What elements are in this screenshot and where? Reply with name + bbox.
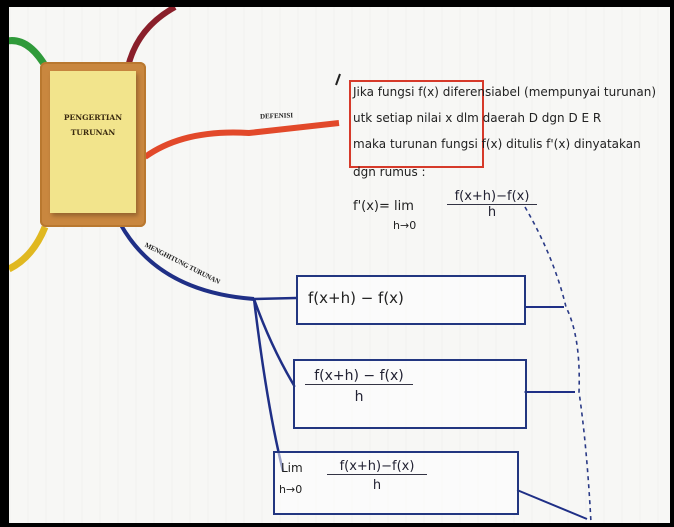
step-3-lim: Lim <box>281 461 303 475</box>
dashed-bracket <box>525 207 591 523</box>
definition-line-3: maka turunan fungsi f(x) ditulis f'(x) d… <box>353 137 641 151</box>
definition-branch <box>145 123 339 157</box>
step-2-numerator: f(x+h) − f(x) <box>305 368 413 385</box>
step-2-fraction: f(x+h) − f(x) h <box>305 368 413 405</box>
definition-formula-sub: h→0 <box>393 219 416 232</box>
definition-formula-denominator: h <box>447 205 537 220</box>
definition-branch-label: DEFENISI <box>260 111 293 120</box>
step-box-2: f(x+h) − f(x) h <box>293 359 527 429</box>
step-3-fraction: f(x+h)−f(x) h <box>327 459 427 493</box>
definition-line-2: utk setiap nilai x dlm daerah D dgn D E … <box>353 111 601 125</box>
step-box-1: f(x+h) − f(x) <box>296 275 526 325</box>
definition-formula-numerator: f(x+h)−f(x) <box>447 189 537 205</box>
mind-map-page: PENGERTIAN TURUNAN DEFENISI MENGHITUNG T… <box>9 7 670 523</box>
yellow-branch <box>9 227 45 269</box>
definition-formula-fraction: f(x+h)−f(x) h <box>447 189 537 220</box>
step-2-denominator: h <box>305 389 413 405</box>
step-3-numerator: f(x+h)−f(x) <box>327 459 427 475</box>
step-1-expression: f(x+h) − f(x) <box>308 289 404 307</box>
definition-line-4: dgn rumus : <box>353 165 426 179</box>
step-3-denominator: h <box>327 478 427 493</box>
step-box-3: Lim h→0 f(x+h)−f(x) h <box>273 451 519 515</box>
central-topic-title: PENGERTIAN TURUNAN <box>50 110 136 140</box>
step-3-sub: h→0 <box>279 483 302 496</box>
definition-line-1: Jika fungsi f(x) diferensiabel (mempunya… <box>353 85 656 99</box>
central-topic-paper <box>50 71 136 213</box>
maroon-branch <box>129 7 175 63</box>
definition-formula-lhs: f'(x)= lim <box>353 199 414 214</box>
